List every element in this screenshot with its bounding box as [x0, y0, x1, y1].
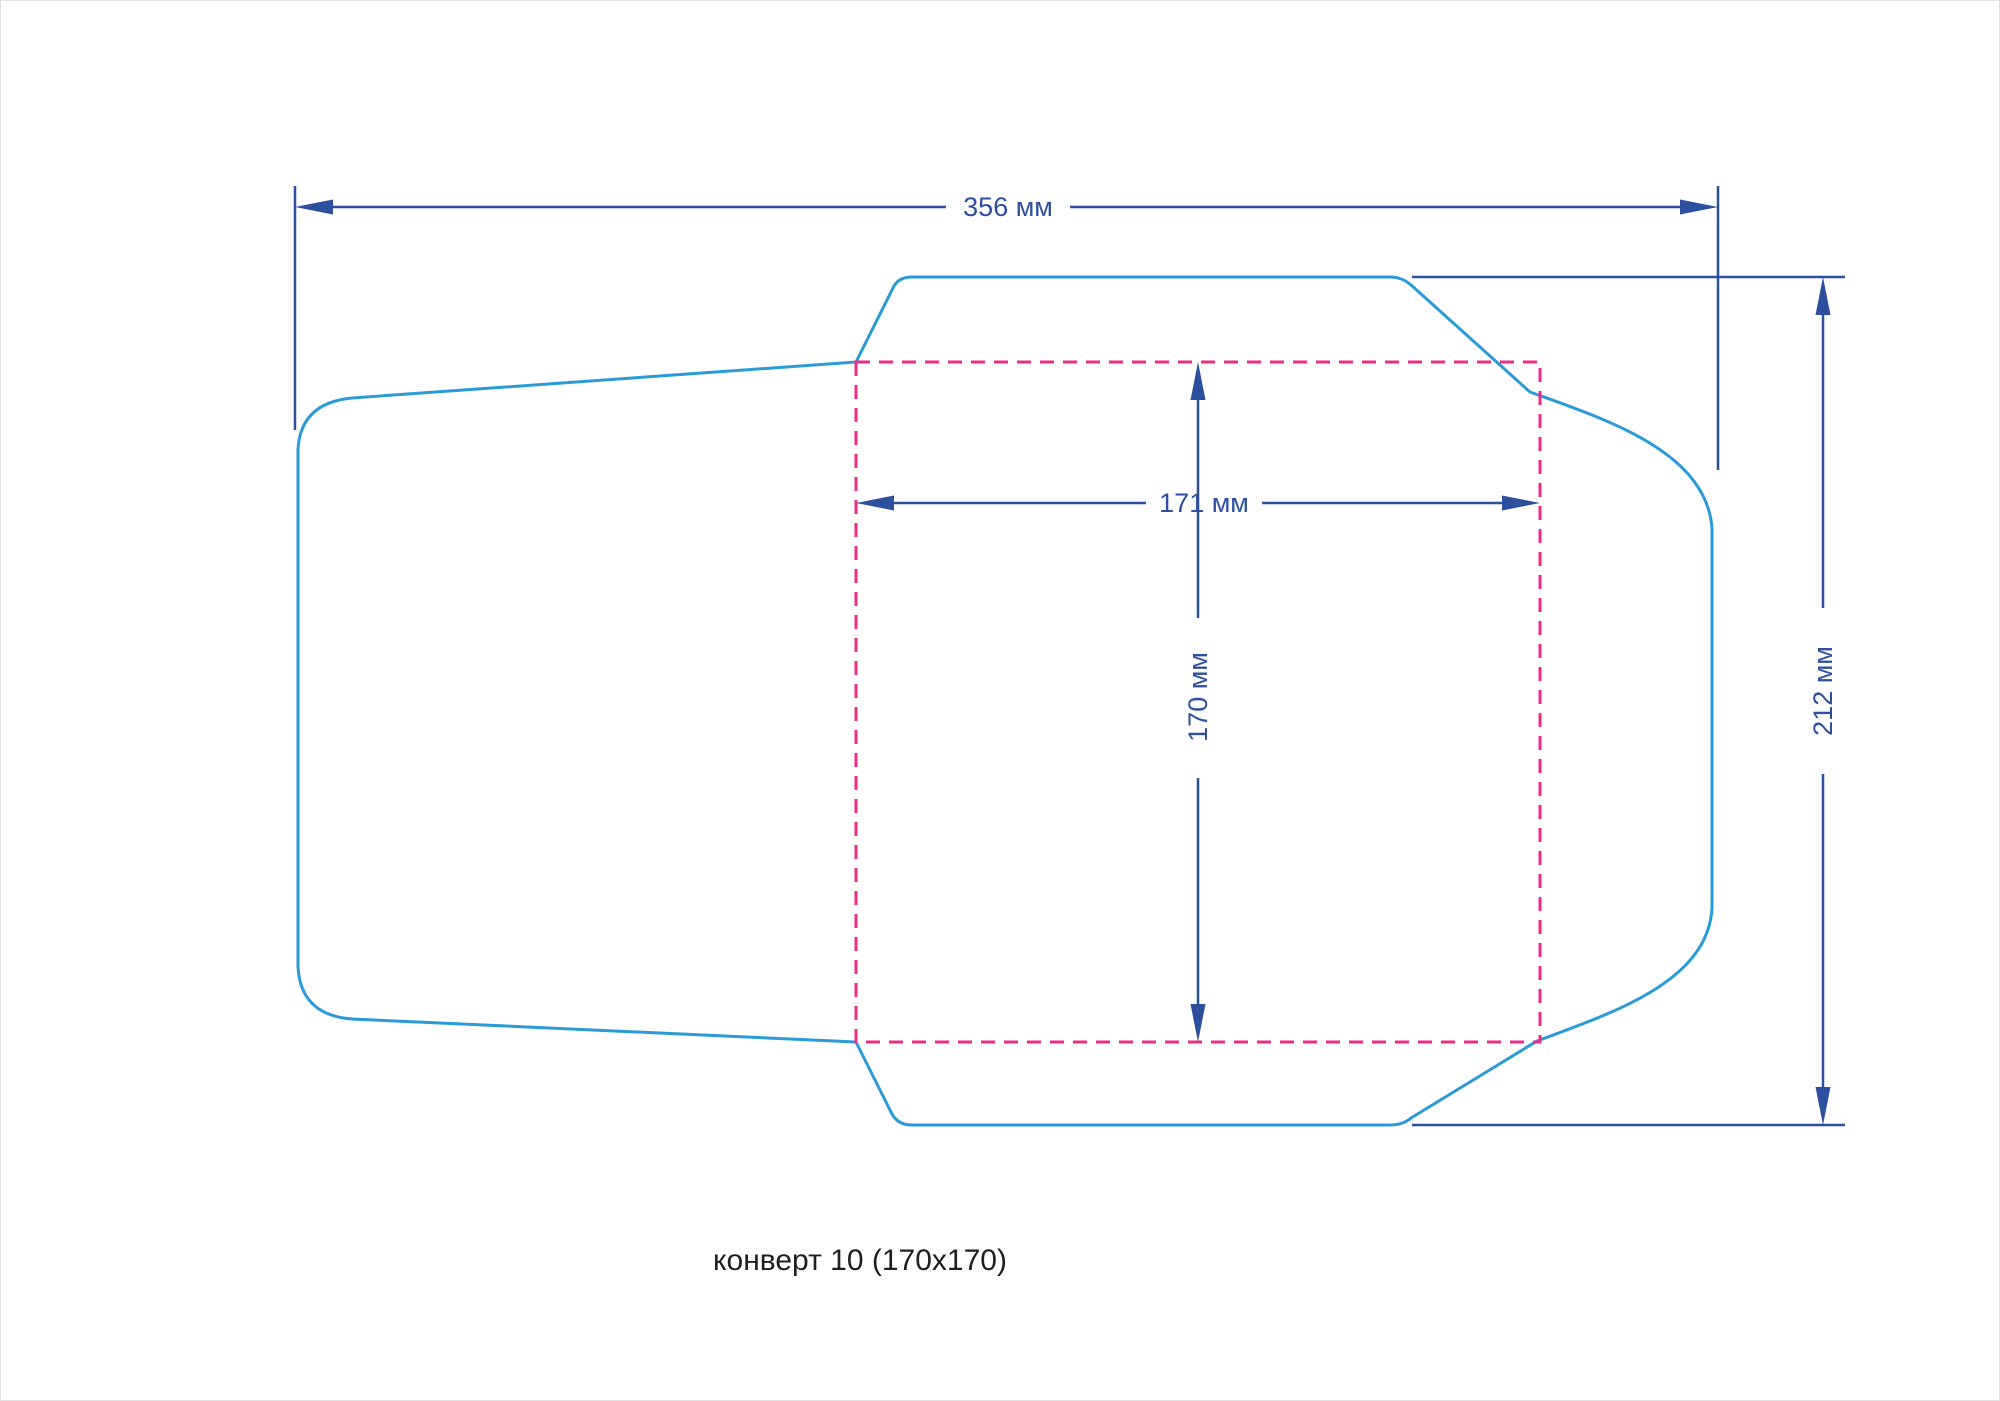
dim-label-total-height: 212 мм — [1808, 646, 1838, 736]
arrowhead-left — [856, 495, 894, 511]
envelope-outline — [296, 275, 1714, 1127]
arrowhead-up — [1190, 362, 1206, 400]
dim-label-total-width: 356 мм — [963, 192, 1053, 222]
dim-label-face-height: 170 мм — [1183, 652, 1213, 742]
diagram-caption: конверт 10 (170x170) — [713, 1244, 1007, 1277]
envelope-outline-group — [296, 275, 1714, 1127]
dimension-total-height: 212 мм — [1412, 275, 1845, 1127]
arrowhead-left — [295, 199, 333, 215]
dimension-total-width: 356 мм — [293, 186, 1720, 470]
arrowhead-right — [1502, 495, 1540, 511]
dimension-face-height: 170 мм — [1183, 362, 1213, 1042]
dimension-face-width: 171 мм — [856, 488, 1540, 518]
arrowhead-down — [1815, 1087, 1831, 1125]
arrowhead-down — [1190, 1004, 1206, 1042]
arrowhead-up — [1815, 277, 1831, 315]
dim-label-face-width: 171 мм — [1159, 488, 1249, 518]
arrowhead-right — [1680, 199, 1718, 215]
